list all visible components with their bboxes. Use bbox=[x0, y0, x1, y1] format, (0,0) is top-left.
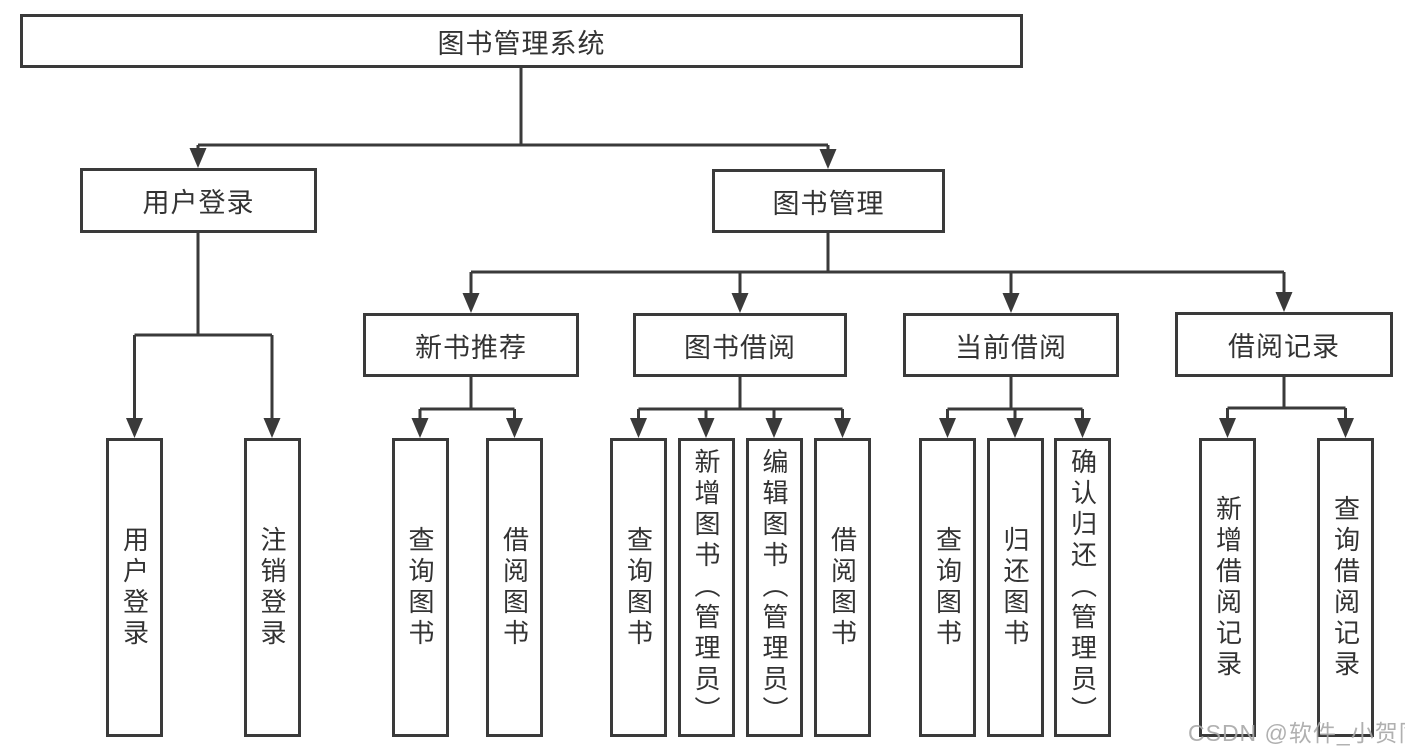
arrowhead bbox=[1337, 418, 1354, 438]
leaf-logout: 注销登录 bbox=[243, 438, 301, 737]
node-book-borrow: 图书借阅 bbox=[633, 313, 847, 377]
leaf-query-books-3: 查询图书 bbox=[919, 438, 976, 737]
connector-borrow-records-to-leaves bbox=[1219, 377, 1354, 438]
csdn-watermark: CSDN @软件_小贺同学 bbox=[1188, 720, 1405, 746]
arrowhead bbox=[630, 418, 647, 438]
connector-book-management-to-level3 bbox=[462, 233, 1293, 313]
arrowhead bbox=[462, 293, 480, 313]
arrowhead bbox=[1074, 418, 1091, 438]
leaf-borrow-books-2: 借阅图书 bbox=[814, 438, 871, 737]
arrowhead bbox=[697, 418, 715, 438]
leaf-user-login: 用户登录 bbox=[106, 438, 163, 737]
arrowhead bbox=[126, 418, 143, 438]
leaf-edit-book-admin: 编辑图书（管理员） bbox=[745, 438, 803, 737]
arrowhead bbox=[1006, 418, 1024, 438]
connector-current-borrow-to-leaves bbox=[939, 377, 1091, 438]
arrowhead bbox=[819, 149, 837, 169]
node-current-borrow: 当前借阅 bbox=[903, 313, 1119, 377]
arrowhead bbox=[189, 148, 207, 168]
node-new-book-recommend: 新书推荐 bbox=[363, 313, 579, 377]
leaf-add-borrow-record: 新增借阅记录 bbox=[1199, 438, 1256, 737]
connector-root-to-level2 bbox=[189, 68, 837, 169]
node-root-library-system: 图书管理系统 bbox=[20, 14, 1023, 68]
arrowhead bbox=[765, 418, 783, 438]
leaf-add-book-admin: 新增图书（管理员） bbox=[677, 438, 735, 737]
connector-book-borrow-to-leaves bbox=[630, 377, 851, 438]
leaf-query-books-1: 查询图书 bbox=[391, 438, 449, 737]
arrowhead bbox=[1275, 292, 1293, 312]
node-book-management: 图书管理 bbox=[712, 169, 945, 233]
connector-new-book-to-leaves bbox=[411, 377, 523, 438]
node-user-login: 用户登录 bbox=[80, 168, 317, 233]
leaf-query-books-2: 查询图书 bbox=[610, 438, 667, 737]
arrowhead bbox=[834, 418, 851, 438]
leaf-confirm-return-admin: 确认归还（管理员） bbox=[1054, 438, 1111, 737]
node-borrow-records: 借阅记录 bbox=[1175, 312, 1393, 377]
arrowhead bbox=[411, 418, 429, 438]
arrowhead bbox=[506, 418, 523, 438]
leaf-borrow-books-1: 借阅图书 bbox=[486, 438, 543, 737]
arrowhead bbox=[263, 418, 281, 438]
leaf-query-borrow-record: 查询借阅记录 bbox=[1317, 438, 1374, 737]
leaf-return-book: 归还图书 bbox=[986, 438, 1044, 737]
arrowhead bbox=[1002, 293, 1020, 313]
connector-user-login-to-leaves bbox=[126, 233, 281, 438]
arrowhead bbox=[1219, 418, 1236, 438]
arrowhead bbox=[939, 418, 956, 438]
arrowhead bbox=[731, 293, 749, 313]
